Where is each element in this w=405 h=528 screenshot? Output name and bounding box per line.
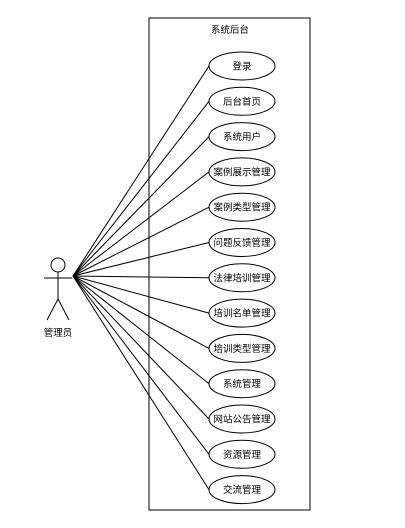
use-case-ellipse — [208, 263, 276, 293]
use-case-label: 培训类型管理 — [213, 343, 271, 355]
use-case: 交流管理 — [208, 475, 276, 505]
use-case-label: 资源管理 — [223, 449, 262, 461]
use-case-label: 问题反馈管理 — [213, 237, 271, 249]
use-case-label: 交流管理 — [223, 484, 262, 496]
use-case: 网站公告管理 — [208, 404, 276, 434]
use-case-label: 案例展示管理 — [213, 166, 271, 178]
association-line — [72, 65, 210, 277]
association-line — [72, 275, 210, 349]
association-line — [72, 275, 210, 420]
association-line — [72, 100, 210, 277]
actor-right-leg — [57, 298, 70, 321]
use-case: 问题反馈管理 — [208, 228, 276, 257]
use-case: 资源管理 — [208, 439, 276, 469]
use-case-label: 系统用户 — [223, 131, 261, 143]
use-case-label: 法律培训管理 — [213, 272, 271, 284]
use-case: 法律培训管理 — [208, 263, 276, 293]
use-case: 系统用户 — [208, 122, 276, 152]
use-case-ellipse — [208, 439, 276, 469]
association-line — [72, 206, 210, 277]
system-title: 系统后台 — [211, 24, 249, 36]
association-line — [72, 242, 210, 277]
association-line — [72, 275, 210, 279]
actor-figure — [44, 257, 72, 321]
association-line — [72, 275, 210, 314]
use-case-ellipse — [208, 333, 276, 363]
use-case-ellipse — [208, 404, 276, 434]
use-case-ellipse — [208, 369, 276, 399]
use-case-group: 登录后台首页系统用户案例展示管理案例类型管理问题反馈管理法律培训管理培训名单管理… — [208, 51, 276, 505]
use-case-ellipse — [208, 192, 276, 222]
use-case-ellipse — [208, 475, 276, 505]
use-case: 系统管理 — [208, 369, 276, 399]
use-case: 案例展示管理 — [208, 157, 276, 187]
use-case-label: 后台首页 — [223, 96, 261, 108]
use-case-ellipse — [208, 298, 276, 328]
association-line — [72, 136, 210, 277]
use-case: 案例类型管理 — [208, 192, 276, 222]
actor-left-leg — [46, 298, 59, 321]
system-boundary — [148, 17, 311, 511]
actor-head — [50, 257, 66, 273]
use-case-ellipse — [208, 51, 276, 81]
use-case-ellipse — [208, 157, 276, 187]
association-lines — [72, 65, 210, 490]
use-case: 培训名单管理 — [208, 298, 276, 328]
association-line — [72, 275, 210, 490]
use-case-label: 系统管理 — [223, 378, 262, 390]
association-line — [72, 275, 210, 455]
use-case: 后台首页 — [208, 86, 276, 116]
use-case-label: 网站公告管理 — [213, 414, 271, 426]
association-line — [72, 275, 210, 385]
use-case-label: 案例类型管理 — [213, 202, 271, 214]
association-line — [72, 171, 210, 277]
use-case-ellipse — [208, 86, 276, 116]
use-case-label: 培训名单管理 — [213, 308, 271, 320]
use-case-label: 登录 — [232, 62, 252, 73]
use-case-ellipse — [208, 122, 276, 152]
use-case: 培训类型管理 — [208, 333, 276, 363]
use-case: 登录 — [208, 51, 276, 81]
use-case-ellipse — [208, 228, 276, 257]
actor-label: 管理员 — [44, 327, 73, 339]
